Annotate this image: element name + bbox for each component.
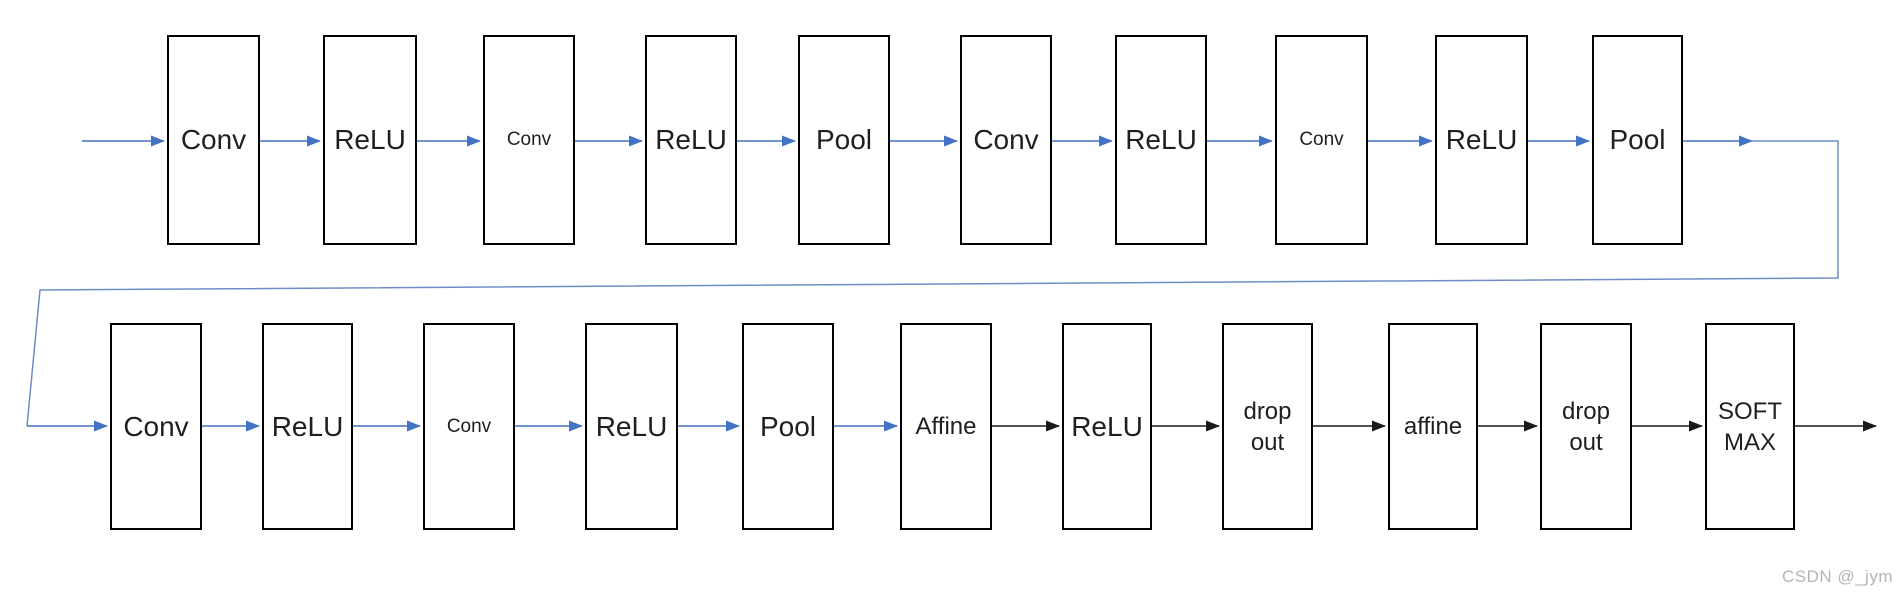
node-row1-9-relu: ReLU: [1435, 35, 1528, 245]
node-label: Conv: [1299, 129, 1344, 150]
node-label: Conv: [446, 415, 492, 437]
node-label: Conv: [973, 124, 1039, 155]
node-row1-3-conv: Conv: [483, 35, 575, 245]
watermark: CSDN @_jym: [1781, 567, 1893, 586]
node-row1-2-relu: ReLU: [323, 35, 417, 245]
node-row1-1-conv: Conv: [167, 35, 260, 245]
node-label: ReLU: [595, 410, 668, 442]
node-label: ReLU: [334, 124, 406, 155]
node-label: Conv: [180, 124, 247, 155]
node-label-line1: drop: [1561, 397, 1611, 425]
node-row2-3-conv: Conv: [423, 323, 515, 530]
node-row2-8-dropout: drop out: [1222, 323, 1313, 530]
node-row1-10-pool: Pool: [1592, 35, 1683, 245]
node-row1-6-conv: Conv: [960, 35, 1052, 245]
node-row1-7-relu: ReLU: [1115, 35, 1207, 245]
node-row2-1-conv: Conv: [110, 323, 202, 530]
node-label: Pool: [815, 124, 873, 155]
node-row1-8-conv: Conv: [1275, 35, 1368, 245]
node-label: ReLU: [1125, 124, 1197, 155]
node-row2-10-dropout: drop out: [1540, 323, 1632, 530]
node-row2-5-pool: Pool: [742, 323, 834, 530]
node-label: ReLU: [1445, 124, 1518, 155]
node-label-line2: MAX: [1723, 428, 1776, 456]
node-label: ReLU: [1071, 410, 1143, 442]
node-row1-4-relu: ReLU: [645, 35, 737, 245]
node-label: Affine: [915, 413, 977, 440]
node-row2-2-relu: ReLU: [262, 323, 353, 530]
node-label-line1: drop: [1243, 397, 1292, 425]
node-label: Conv: [123, 410, 189, 442]
node-row1-5-pool: Pool: [798, 35, 890, 245]
node-label: Conv: [506, 129, 552, 150]
node-row2-9-affine: affine: [1388, 323, 1478, 530]
wrap-connector-line: [26, 140, 1839, 427]
node-label: ReLU: [655, 124, 727, 155]
node-row2-4-relu: ReLU: [585, 323, 678, 530]
node-row2-7-relu: ReLU: [1062, 323, 1152, 530]
node-row2-6-affine: Affine: [900, 323, 992, 530]
node-label: affine: [1403, 413, 1463, 440]
node-label-line2: out: [1569, 428, 1603, 456]
node-label: Pool: [759, 410, 817, 442]
node-label-line2: out: [1250, 428, 1285, 456]
node-label: ReLU: [271, 410, 344, 442]
node-label: Pool: [1609, 124, 1666, 155]
node-label-line1: SOFT: [1718, 397, 1782, 425]
node-row2-11-softmax: SOFT MAX: [1705, 323, 1795, 530]
